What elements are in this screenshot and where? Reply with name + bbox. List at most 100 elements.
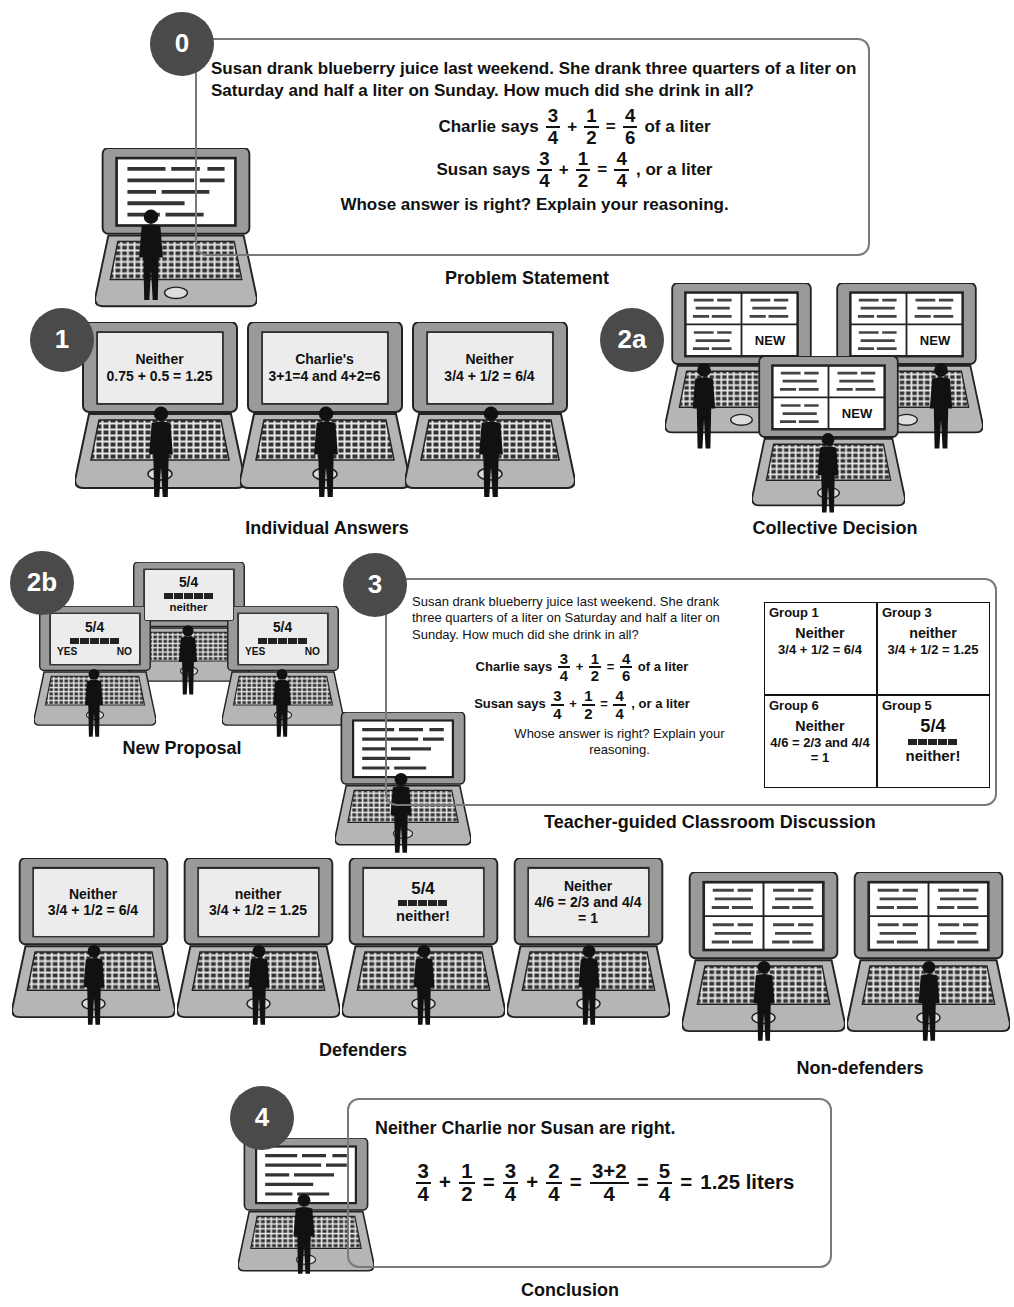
node-text: , or a liter bbox=[636, 160, 713, 180]
fraction: 24 bbox=[546, 1161, 561, 1206]
node-text: 4 bbox=[537, 171, 551, 191]
node-content: Group 55/4neither! bbox=[882, 699, 984, 783]
node-text: Neither bbox=[564, 878, 612, 894]
table-cell: Group 6 Neither 4/6 = 2/3 and 4/4 = 1 bbox=[764, 695, 877, 788]
fraction: 34 bbox=[558, 651, 570, 684]
node-text: Group 6 bbox=[769, 698, 819, 713]
node-text: 0.75 + 0.5 = 1.25 bbox=[107, 368, 213, 384]
text-stack: Neither Charlie nor Susan are right. 34 +1… bbox=[375, 1118, 815, 1205]
text-stack: Neither3/4 + 1/2 = 6/4 bbox=[432, 351, 547, 383]
node-text: 3/4 + 1/2 = 6/4 bbox=[778, 642, 862, 657]
text-row: Group 6 bbox=[769, 699, 871, 714]
text-row: Susan drank blueberry juice last weekend… bbox=[211, 58, 858, 102]
text-row: Neither Charlie nor Susan are right. bbox=[375, 1118, 815, 1139]
bar-segment bbox=[428, 900, 437, 906]
fraction: 12 bbox=[459, 1161, 474, 1206]
student-figure bbox=[579, 945, 600, 1025]
node-text: + bbox=[567, 117, 577, 137]
node-text: Whose answer is right? Explain your reas… bbox=[340, 195, 728, 214]
screen-grid bbox=[685, 292, 798, 357]
node-text: 5/4 bbox=[273, 620, 292, 635]
section-caption: Individual Answers bbox=[77, 518, 577, 540]
student-figure bbox=[84, 945, 105, 1025]
text-row: 3/4 + 1/2 = 6/4 bbox=[432, 368, 547, 384]
table-cell: Group 55/4neither! bbox=[877, 695, 990, 788]
node-text: 2 bbox=[459, 1184, 474, 1205]
node-text: neither bbox=[235, 886, 282, 902]
section-caption: Conclusion bbox=[320, 1280, 820, 1302]
text-row: 4/6 = 2/3 and 4/4 = 1 bbox=[769, 736, 871, 766]
text-row: Whose answer is right? Explain your reas… bbox=[412, 726, 752, 759]
laptop-screen: neither3/4 + 1/2 = 1.25 bbox=[198, 868, 319, 937]
fraction: 34 bbox=[416, 1161, 431, 1206]
text-row: neither bbox=[203, 886, 313, 902]
text-row: Neither bbox=[533, 878, 643, 894]
node-content: 5/4neither! bbox=[368, 872, 478, 932]
text-stack: Neither3/4 + 1/2 = 6/4 bbox=[38, 886, 148, 918]
node-text: + bbox=[526, 1171, 538, 1194]
text-row: Group 3 bbox=[882, 606, 984, 621]
callout-number: 3 bbox=[343, 553, 407, 617]
node-content: 5/4YESNO bbox=[243, 617, 322, 660]
node-text: NO bbox=[117, 646, 132, 658]
node-text: 5/4 bbox=[920, 716, 945, 736]
node-text: Whose answer is right? Explain your reas… bbox=[514, 726, 724, 757]
node-text: 2a bbox=[618, 324, 647, 354]
text-row: 3/4 + 1/2 = 1.25 bbox=[882, 643, 984, 658]
node-text: Charlie says bbox=[438, 117, 538, 137]
section-caption: Defenders bbox=[113, 1040, 613, 1062]
node-text: Susan says bbox=[437, 160, 531, 180]
text-row: 2a bbox=[600, 325, 664, 355]
bar-segment bbox=[908, 739, 917, 745]
section-caption: Non-defenders bbox=[610, 1058, 1014, 1080]
text-stack: 2a bbox=[600, 325, 664, 355]
node-text: 1 bbox=[584, 106, 598, 128]
text-row: neither! bbox=[368, 908, 478, 925]
node-text: 3+2 bbox=[590, 1161, 629, 1184]
text-row: Charlie says34+12=46of a liter bbox=[211, 106, 858, 147]
node-text: NO bbox=[305, 646, 320, 658]
bar-segment bbox=[438, 900, 447, 906]
screen-scribble bbox=[117, 158, 235, 225]
screen-scribble bbox=[353, 721, 452, 777]
student-figure bbox=[249, 945, 270, 1025]
student-figure bbox=[479, 407, 503, 498]
student-figure bbox=[693, 363, 715, 448]
text-row: 0 bbox=[150, 29, 214, 59]
node-content: Group 3neither3/4 + 1/2 = 1.25 bbox=[882, 606, 984, 690]
node-content: Neither0.75 + 0.5 = 1.25 bbox=[102, 336, 217, 399]
node-text: Neither bbox=[135, 351, 183, 367]
fraction: 44 bbox=[614, 149, 628, 190]
fraction: 44 bbox=[613, 688, 625, 721]
bar-segment bbox=[174, 593, 183, 599]
student-figure bbox=[818, 433, 839, 512]
node-content: 1 bbox=[30, 308, 94, 372]
screen-grid bbox=[703, 882, 824, 951]
text-row: 34+12=34+24=3+24=54=1.25 liters bbox=[375, 1161, 815, 1206]
node-text: Neither bbox=[795, 718, 844, 734]
laptop-screen: Neither3/4 + 1/2 = 6/4 bbox=[427, 332, 553, 404]
text-row: 3/4 + 1/2 = 1.25 bbox=[203, 902, 313, 918]
text-row: Neither bbox=[432, 351, 547, 367]
bar-segment bbox=[100, 638, 109, 644]
node-content: 4 bbox=[230, 1086, 294, 1150]
text-row: 0.75 + 0.5 = 1.25 bbox=[102, 368, 217, 384]
node-text: neither! bbox=[906, 747, 961, 764]
node-text: neither! bbox=[396, 908, 450, 924]
student-figure bbox=[314, 407, 338, 498]
laptop-screen: 5/4neither! bbox=[363, 868, 484, 937]
node-text: Neither bbox=[465, 351, 513, 367]
bar-segment bbox=[80, 638, 89, 644]
node-text: 3/4 + 1/2 = 6/4 bbox=[48, 902, 138, 918]
fraction: 34 bbox=[503, 1161, 518, 1206]
node-text: 1 bbox=[459, 1161, 474, 1184]
node-text: 3 bbox=[368, 569, 382, 599]
node-text: 1 bbox=[55, 324, 69, 354]
screen-grid bbox=[772, 365, 885, 430]
node-text: 3 bbox=[558, 651, 570, 669]
student-figure bbox=[414, 945, 435, 1025]
node-text: = bbox=[600, 697, 608, 712]
text-stack: Group 6 Neither 4/6 = 2/3 and 4/4 = 1 bbox=[769, 699, 871, 766]
node-content: Group 1Neither3/4 + 1/2 = 6/4 bbox=[769, 606, 871, 690]
